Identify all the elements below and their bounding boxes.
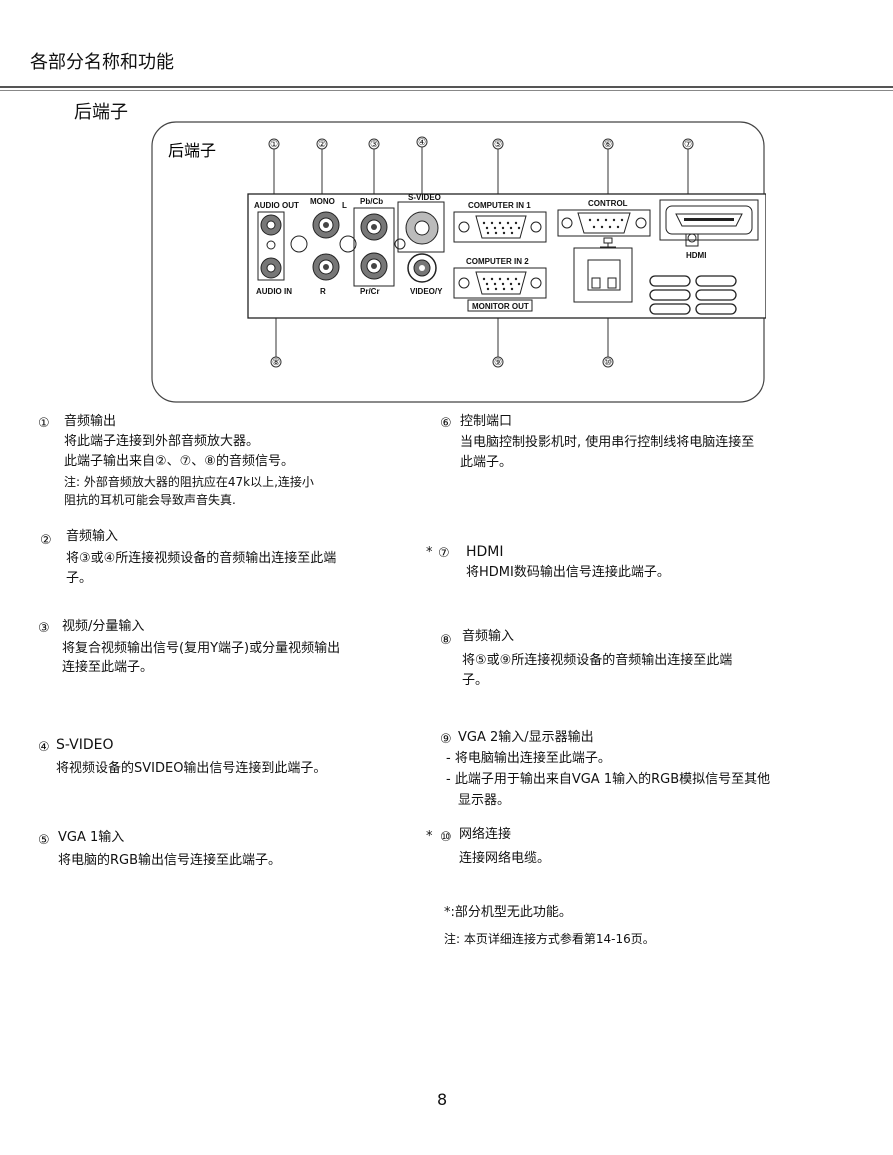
item-5-number: ⑤: [38, 833, 50, 848]
label-pb-cb: Pb/Cb: [360, 197, 383, 206]
item-4-title: S-VIDEO: [56, 737, 114, 753]
item-3-line-2: 连接至此端子。: [62, 660, 154, 675]
item-10-number: ⑩: [440, 830, 452, 845]
callout-8: ⑧: [272, 357, 280, 367]
item-2-title: 音频输入: [66, 529, 119, 544]
item-1-line-1: 将此端子连接到外部音频放大器。: [64, 434, 260, 449]
item-8-title: 音频输入: [462, 629, 515, 644]
item-1-line-2: 此端子输出来自②、⑦、⑧的音频信号。: [64, 454, 294, 469]
page-header-title: 各部分名称和功能: [30, 52, 174, 73]
item-6-line-1: 当电脑控制投影机时, 使用串行控制线将电脑连接至: [460, 435, 755, 450]
callout-9: ⑨: [494, 357, 502, 367]
item-6-title: 控制端口: [460, 414, 513, 429]
panel-title: 后端子: [168, 142, 216, 160]
item-5-line-1: 将电脑的RGB输出信号连接至此端子。: [58, 853, 282, 868]
label-mono: MONO: [310, 197, 335, 206]
label-audio-out: AUDIO OUT: [254, 201, 299, 210]
header-rule: [0, 86, 893, 88]
label-monitor-out: MONITOR OUT: [472, 302, 529, 311]
item-2-number: ②: [40, 533, 52, 548]
label-pr-cr: Pr/Cr: [360, 287, 380, 296]
label-s-video: S-VIDEO: [408, 193, 441, 202]
callout-4: ④: [418, 137, 426, 147]
item-7-line-1: 将HDMI数码输出信号连接此端子。: [466, 565, 670, 580]
label-r: R: [320, 287, 326, 296]
item-9-line-2: - 此端子用于输出来自VGA 1输入的RGB模拟信号至其他: [446, 772, 771, 787]
footnote-reference: 注: 本页详细连接方式参看第14-16页。: [444, 932, 655, 946]
callout-6: ⑥: [604, 139, 612, 149]
item-9-line-3: 显示器。: [458, 793, 511, 808]
label-l: L: [342, 201, 347, 210]
label-audio-in: AUDIO IN: [256, 287, 292, 296]
item-2-line-1: 将③或④所连接视频设备的音频输出连接至此端: [66, 551, 337, 566]
item-8-line-2: 子。: [462, 673, 489, 688]
item-7-title: HDMI: [466, 544, 504, 560]
label-control: CONTROL: [588, 199, 628, 208]
item-6-line-2: 此端子。: [460, 455, 513, 470]
item-2-line-2: 子。: [66, 571, 93, 586]
item-10-star: *: [426, 829, 433, 844]
item-8-line-1: 将⑤或⑨所连接视频设备的音频输出连接至此端: [462, 653, 733, 668]
footnote-star: *:部分机型无此功能。: [444, 905, 572, 920]
item-8-number: ⑧: [440, 633, 452, 648]
label-computer-in-2: COMPUTER IN 2: [466, 257, 529, 266]
label-computer-in-1: COMPUTER IN 1: [468, 201, 531, 210]
item-10-line-1: 连接网络电缆。: [459, 851, 551, 866]
item-4-line-1: 将视频设备的SVIDEO输出信号连接到此端子。: [56, 761, 327, 776]
item-10-title: 网络连接: [459, 827, 512, 842]
item-1-line-3: 注: 外部音频放大器的阻抗应在47k以上,连接小: [64, 475, 314, 489]
callout-3: ③: [370, 139, 378, 149]
callout-10: ⑩: [604, 357, 612, 367]
item-7-star: *: [426, 545, 433, 560]
item-1-title: 音频输出: [64, 414, 117, 429]
item-3-line-1: 将复合视频输出信号(复用Y端子)或分量视频输出: [62, 641, 341, 656]
item-9-line-1: - 将电脑输出连接至此端子。: [446, 751, 611, 766]
item-3-title: 视频/分量输入: [62, 619, 145, 634]
item-9-title: VGA 2输入/显示器输出: [458, 730, 594, 745]
label-hdmi: HDMI: [686, 251, 706, 260]
page-number: 8: [437, 1090, 448, 1109]
item-1-line-4: 阻抗的耳机可能会导致声音失真.: [64, 493, 236, 507]
item-5-title: VGA 1输入: [58, 830, 125, 845]
item-1-number: ①: [38, 416, 50, 431]
header-rule-thin: [0, 90, 893, 91]
rear-terminal-diagram: 后端子 ① ② ③ ④ ⑤ ⑥ ⑦ ⑧ ⑨ ⑩: [151, 121, 766, 403]
item-3-number: ③: [38, 621, 50, 636]
callout-1: ①: [270, 139, 278, 149]
section-title: 后端子: [74, 102, 128, 123]
label-video-y: VIDEO/Y: [410, 287, 443, 296]
item-7-number: ⑦: [438, 546, 450, 561]
item-9-number: ⑨: [440, 732, 452, 747]
callout-7: ⑦: [684, 139, 692, 149]
item-4-number: ④: [38, 740, 50, 755]
callout-5: ⑤: [494, 139, 502, 149]
item-6-number: ⑥: [440, 416, 452, 431]
callout-2: ②: [318, 139, 326, 149]
